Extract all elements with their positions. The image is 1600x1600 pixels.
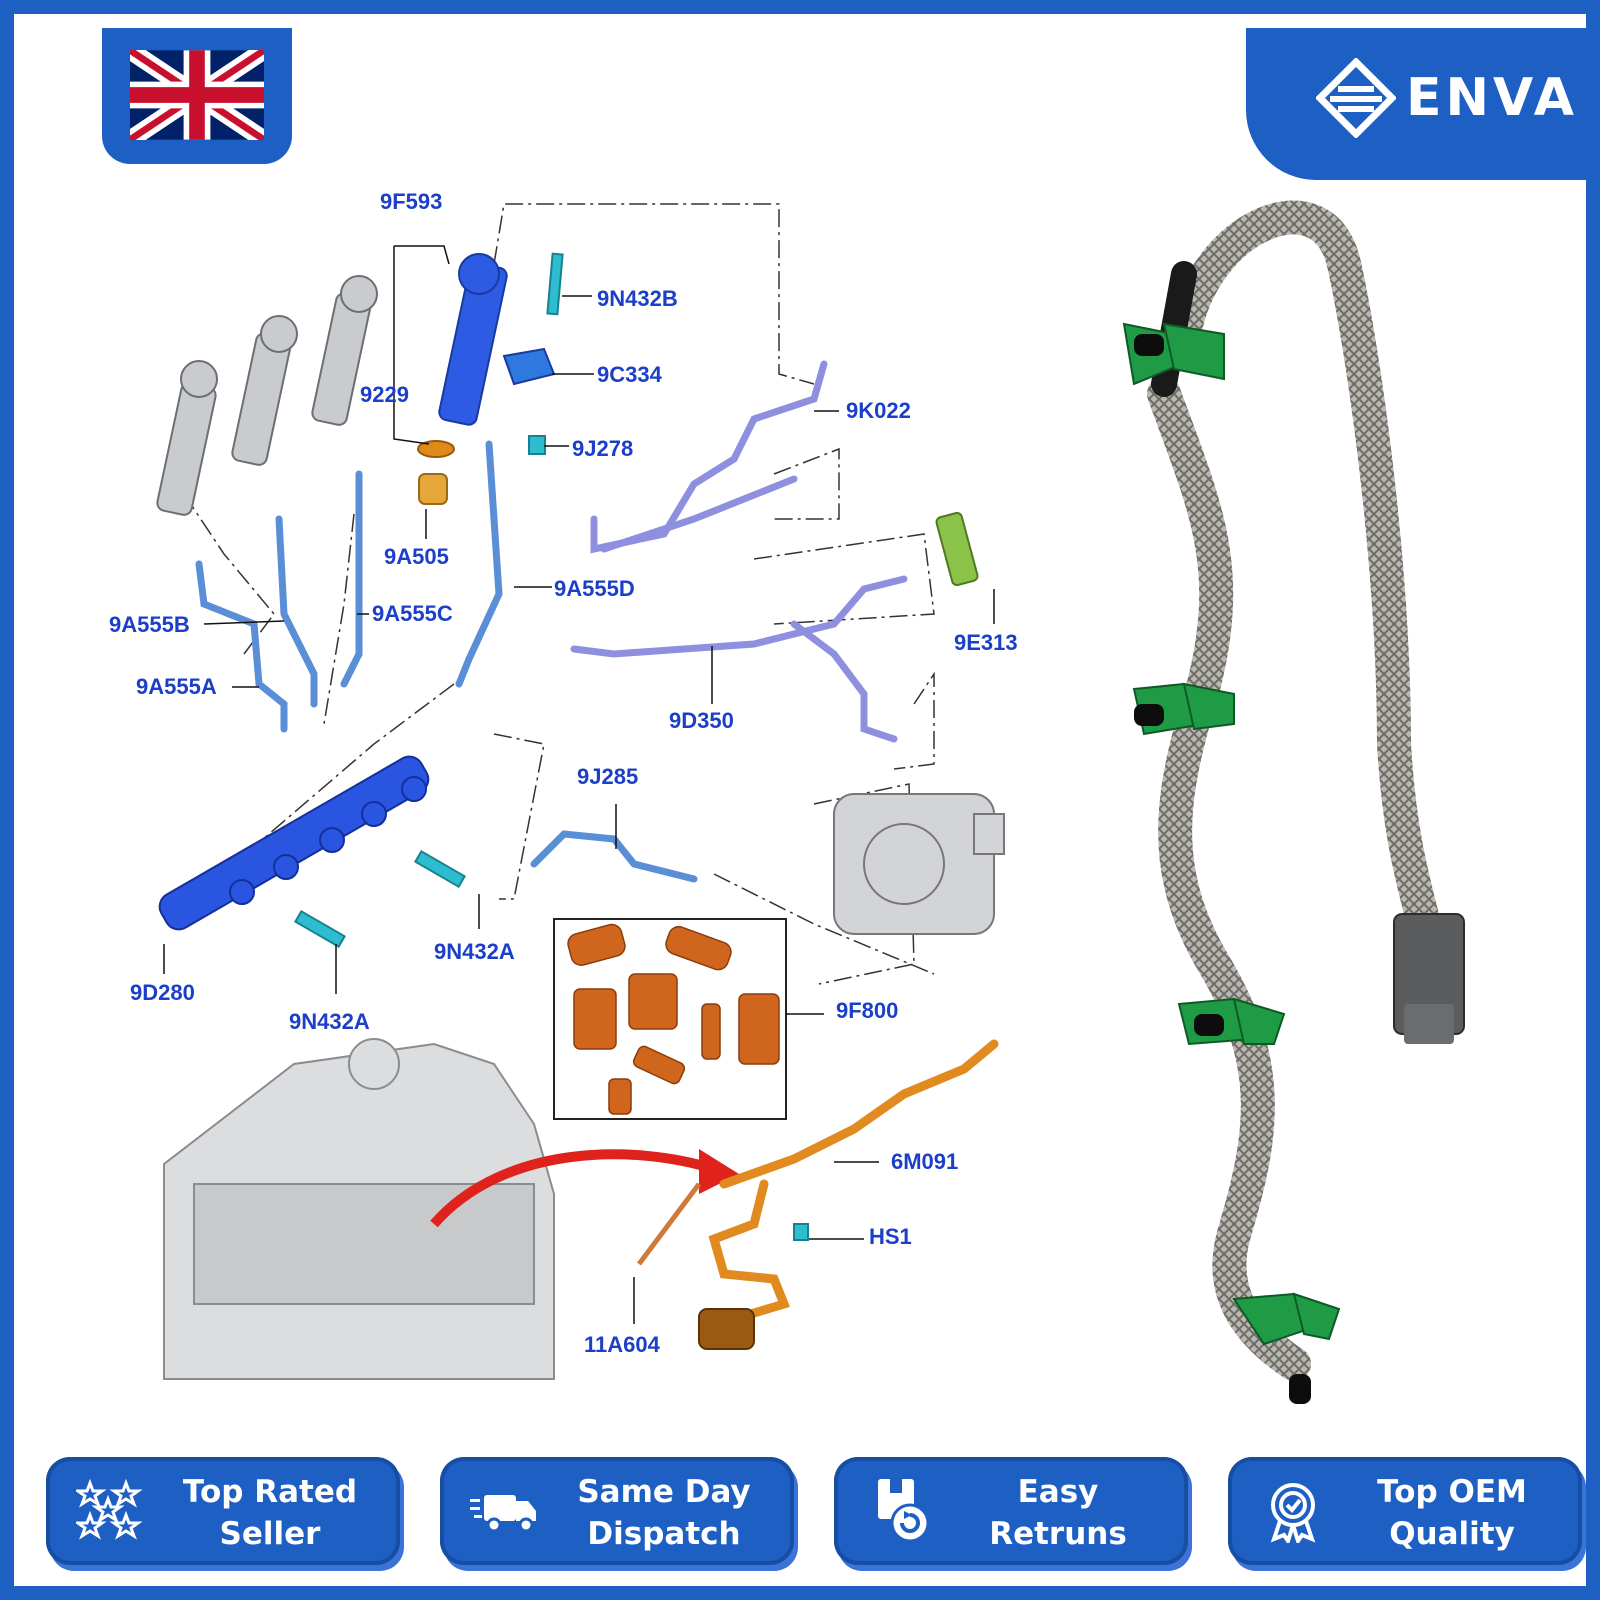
label-9N432A: 9N432A: [434, 939, 515, 964]
badge-line-2: Quality: [1389, 1516, 1515, 1552]
label-6M091: 6M091: [891, 1149, 959, 1174]
badge-top-oem-quality: Top OEM Quality: [1228, 1457, 1582, 1565]
brand-name: ENVA: [1406, 68, 1578, 128]
enva-logo-icon: [1316, 58, 1396, 138]
badge-line-1: Top Rated: [182, 1474, 358, 1510]
badge-easy-returns: Easy Retruns: [834, 1457, 1188, 1565]
badge-line-1: Easy: [1017, 1474, 1099, 1510]
label-9K022: 9K022: [846, 398, 911, 423]
label-9F800: 9F800: [836, 998, 899, 1023]
brand-logo: ENVA: [1246, 28, 1600, 180]
badge-line-2: Retruns: [989, 1516, 1127, 1552]
kit-9F800: [553, 918, 787, 1120]
delivery-truck-icon: [470, 1495, 536, 1533]
label-9E313: 9E313: [954, 630, 1018, 655]
label-9A555C: 9A555C: [372, 601, 453, 626]
label-9F593: 9F593: [380, 189, 443, 214]
quality-seal-icon: [1270, 1483, 1316, 1543]
label-HS1: HS1: [869, 1224, 912, 1249]
label-11A604: 11A604: [584, 1332, 660, 1357]
engine-block: [163, 1038, 555, 1380]
badge-same-day-dispatch: Same Day Dispatch: [440, 1457, 794, 1565]
label-9A555D: 9A555D: [554, 576, 635, 601]
flag-badge: [102, 28, 292, 164]
uk-flag-icon: [130, 50, 264, 140]
label-9N432A-bottom: 9N432A: [289, 1009, 370, 1034]
leak-off-hose-photo: [1122, 200, 1465, 1404]
fuel-rail-9D280: [158, 755, 430, 931]
label-9C334: 9C334: [597, 362, 662, 387]
label-9A555B: 9A555B: [109, 612, 190, 637]
label-9J278: 9J278: [572, 436, 634, 461]
label-9A555A: 9A555A: [136, 674, 217, 699]
stars-icon: [76, 1479, 143, 1540]
badge-top-rated-seller: Top Rated Seller: [46, 1457, 400, 1565]
injectors: [156, 275, 378, 516]
harness-6M091: [708, 1039, 999, 1324]
label-9229: 9229: [360, 382, 409, 407]
return-box-icon: [878, 1479, 930, 1543]
label-9D280: 9D280: [130, 980, 195, 1005]
badge-line-1: Top OEM: [1377, 1474, 1527, 1510]
label-9N432B: 9N432B: [597, 286, 678, 311]
badge-line-2: Dispatch: [587, 1516, 741, 1552]
label-9D350: 9D350: [669, 708, 734, 733]
badge-line-2: Seller: [219, 1516, 321, 1552]
injector-9F593: [417, 253, 508, 505]
green-connectors: [1122, 322, 1341, 1346]
fuel-pump: [833, 793, 1005, 935]
badge-line-1: Same Day: [577, 1474, 751, 1510]
label-9J285: 9J285: [577, 764, 639, 789]
label-9A505: 9A505: [384, 544, 449, 569]
parts-diagram: [156, 203, 1005, 1380]
